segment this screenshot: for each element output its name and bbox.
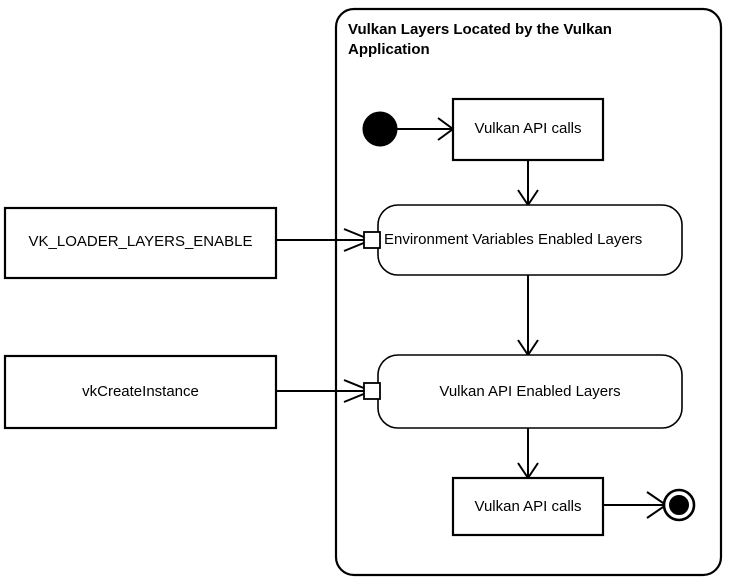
external-node-env-var	[3, 206, 278, 280]
final-node-core	[669, 495, 689, 515]
partition-title-line-2: Application	[348, 40, 430, 58]
port-env-enabled-layers	[363, 231, 381, 249]
initial-node	[362, 111, 398, 147]
activity-api-calls-bottom	[451, 476, 605, 537]
partition-title-line-1: Vulkan Layers Located by the Vulkan	[348, 21, 612, 38]
port-api-enabled-layers	[363, 382, 381, 400]
activity-api-calls-top	[451, 97, 605, 162]
activity-env-enabled-layers	[377, 204, 683, 276]
activity-api-enabled-layers	[377, 354, 683, 429]
partition-title: Vulkan Layers Located by the Vulkan Appl…	[348, 20, 668, 59]
external-node-create-instance	[3, 354, 278, 430]
